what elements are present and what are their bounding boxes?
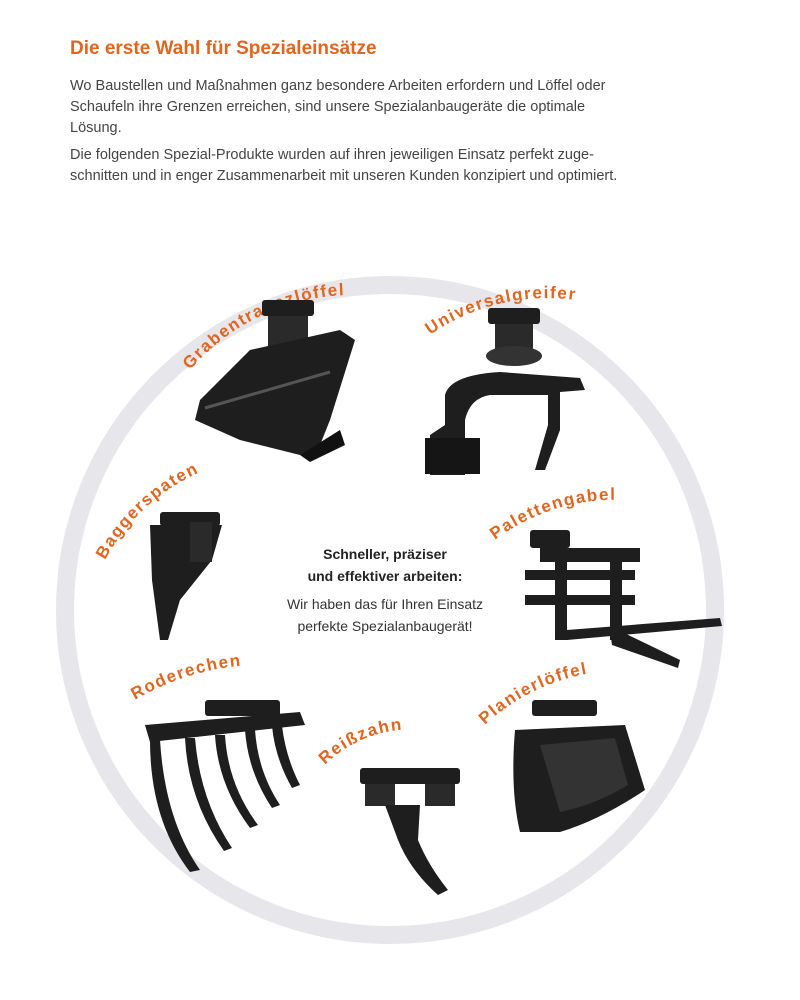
label-planierloeffel[interactable]: Planierlöffel (475, 659, 589, 728)
label-roderechen[interactable]: Roderechen (128, 651, 243, 704)
universal-grab-icon[interactable] (425, 308, 585, 475)
intro-paragraph-1: Wo Baustellen und Maßnahmen ganz besonde… (70, 76, 750, 139)
center-line: Wir haben das für Ihren Einsatz (286, 596, 484, 612)
label-reisszahn[interactable]: Reißzahn (315, 715, 404, 768)
page-title: Die erste Wahl für Spezialeinsätze (70, 38, 377, 59)
center-bold-line: und effektiver arbeiten: (307, 568, 463, 584)
clearing-rake-icon[interactable] (145, 700, 305, 872)
intro-paragraph-2: Die folgenden Spezial-Produkte wurden au… (70, 145, 750, 187)
intro-section: Die erste Wahl für Spezialeinsätze Wo Ba… (70, 38, 750, 193)
ripper-tooth-icon[interactable] (360, 768, 460, 895)
center-line: perfekte Spezialanbaugerät! (297, 618, 473, 634)
grading-bucket-icon[interactable] (513, 700, 645, 832)
excavator-spade-icon[interactable] (150, 512, 222, 640)
center-message: Schneller, präziser und effektiver arbei… (250, 543, 520, 637)
intro-paragraph-1-line: Lösung. (70, 120, 122, 136)
background-ring (56, 276, 724, 944)
pallet-fork-icon[interactable] (525, 530, 722, 668)
center-bold-line: Schneller, präziser (323, 546, 447, 562)
intro-paragraph-2-line: Die folgenden Spezial-Produkte wurden au… (70, 147, 594, 163)
intro-paragraph-1-line: Schaufeln ihre Grenzen erreichen, sind u… (70, 99, 586, 115)
intro-paragraph-1-line: Wo Baustellen und Maßnahmen ganz besonde… (70, 78, 606, 94)
trapezoid-ditch-bucket-icon[interactable] (195, 300, 355, 462)
intro-paragraph-2-line: schnitten und in enger Zusammenarbeit mi… (70, 168, 618, 184)
